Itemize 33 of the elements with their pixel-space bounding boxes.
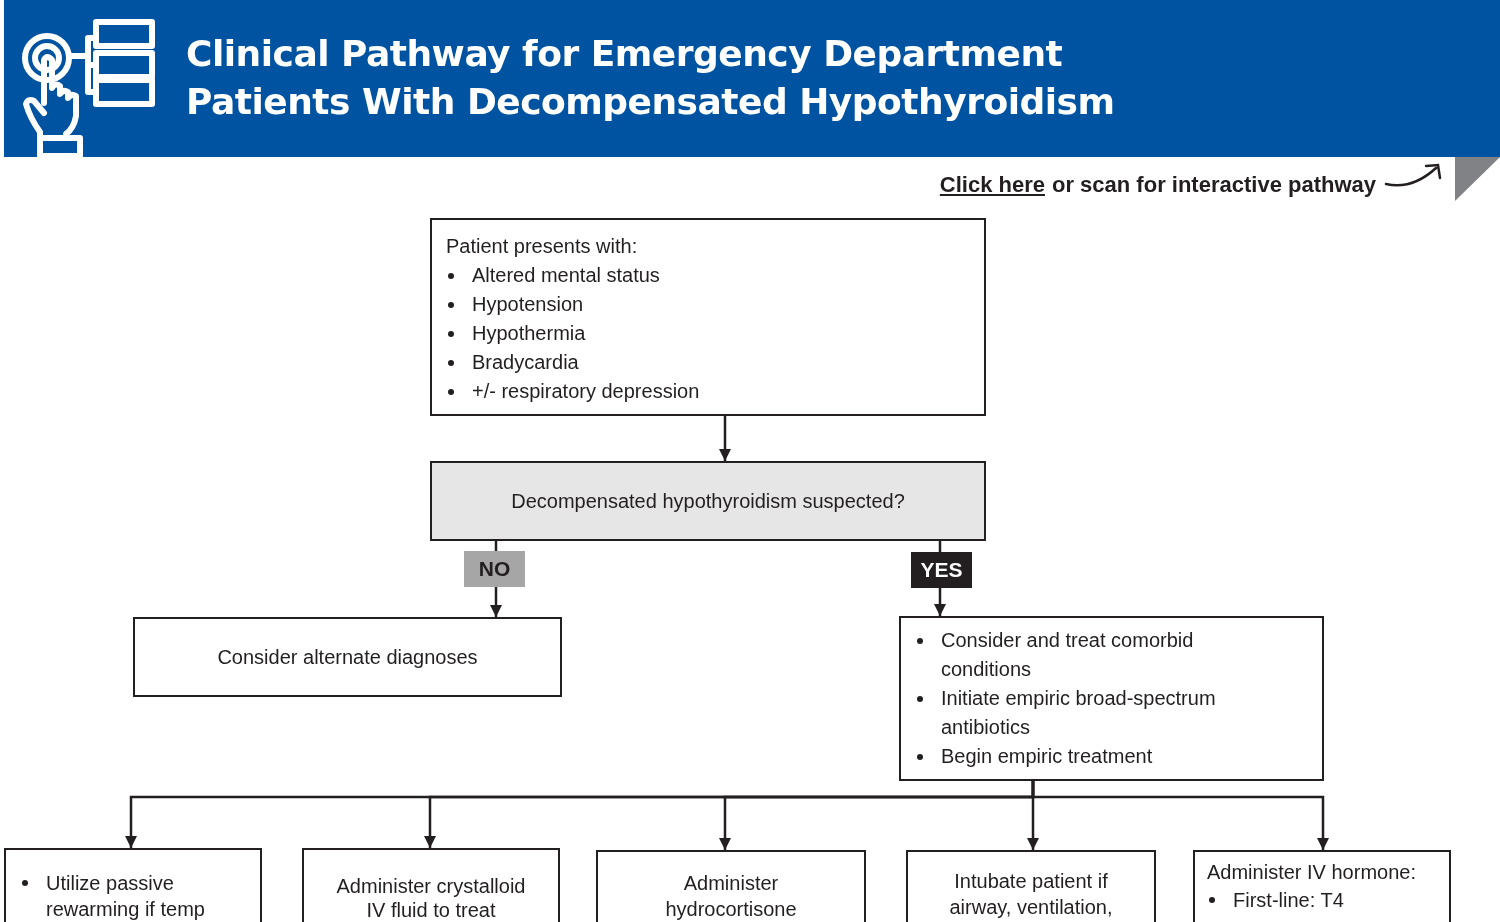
- process-box: [133, 617, 562, 697]
- arrow: [1031, 781, 1330, 850]
- list-heading: Patient presents with:: [446, 234, 639, 259]
- edge-label: YES: [911, 552, 972, 588]
- decision-box: [430, 461, 986, 541]
- process-box: [430, 218, 986, 416]
- bullet-text: Altered mental status: [472, 264, 660, 286]
- bullet-text: Bradycardia: [472, 351, 579, 373]
- node-text: Decompensated hypothyroidism suspected?: [511, 488, 905, 514]
- node-text: Administer hydrocortisone: [664, 871, 798, 922]
- arrow: [718, 416, 732, 461]
- node-text: Administer crystalloid IV fluid to treat: [335, 874, 527, 922]
- bullet-text: First-line: T4: [1233, 889, 1344, 911]
- process-box: [1193, 850, 1451, 922]
- process-box: [4, 848, 262, 922]
- bullet-text: Begin empiric treatment: [941, 745, 1153, 767]
- list-heading: Administer IV hormone:: [1207, 860, 1417, 885]
- instruction-text: or scan for interactive pathway: [1052, 172, 1376, 198]
- link: Click here: [939, 172, 1045, 198]
- bullet-text: Utilize passive rewarming if temp: [46, 872, 205, 920]
- bullet-text: Hypothermia: [472, 322, 586, 344]
- edge-label: NO: [464, 551, 525, 587]
- node-text: Intubate patient if airway, ventilation,: [948, 869, 1114, 920]
- process-box: [596, 850, 866, 922]
- bullet-text: Hypotension: [472, 293, 584, 315]
- title: Clinical Pathway for Emergency Department Patients With Decompensated Hypothyroidism: [186, 32, 1116, 124]
- node-text: Consider alternate diagnoses: [217, 644, 478, 670]
- bullet-text: +/- respiratory depression: [472, 380, 700, 402]
- process-box: [899, 616, 1324, 781]
- bullet-text: Consider and treat comorbid conditions: [941, 629, 1194, 680]
- process-box: [906, 850, 1156, 922]
- bullet-text: Initiate empiric broad-spectrum antibiotics: [941, 687, 1216, 738]
- process-box: [302, 848, 560, 922]
